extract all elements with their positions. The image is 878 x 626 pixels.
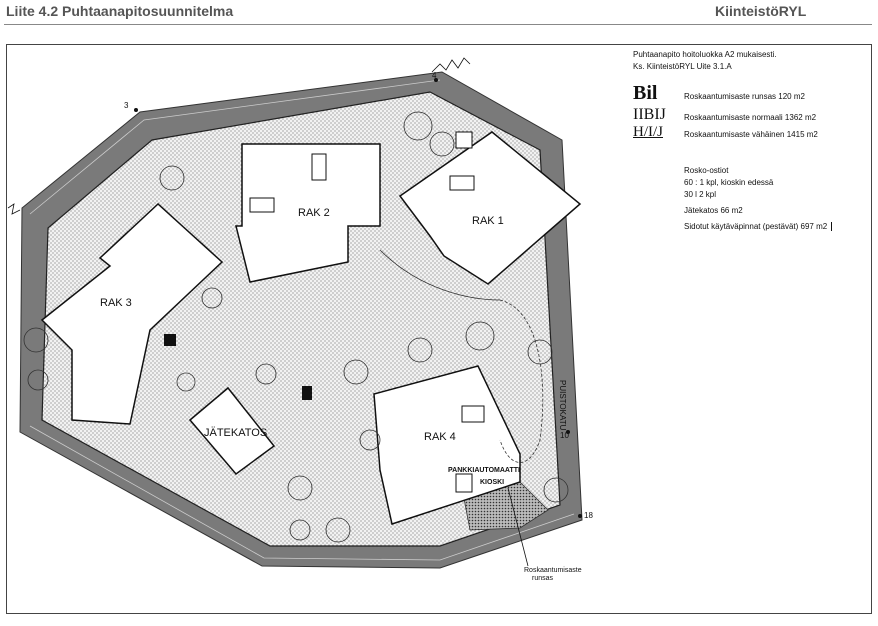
curb-line xyxy=(29,79,441,215)
legend-class-normal: Roskaantumisaste normaali 1362 m2 xyxy=(684,113,817,122)
legend-intro: Ks. KiinteistöRYL Uite 3.1.A xyxy=(633,62,732,71)
walkway-curve xyxy=(499,299,544,463)
legend-code-high: Bil xyxy=(633,82,658,104)
bin-icon xyxy=(164,334,176,346)
kiosk-box xyxy=(455,473,473,493)
tree-icon xyxy=(343,359,369,385)
label-atm: PANKKIAUTOMAATTI xyxy=(448,467,520,474)
tree-icon xyxy=(201,287,223,309)
entrance-box xyxy=(311,153,327,181)
label-kiosk: KIOSKI xyxy=(480,479,504,486)
tree-icon xyxy=(27,369,49,391)
tree-icon xyxy=(255,363,277,385)
legend-intro: Puhtaanapito hoitoluokka A2 mukaisesti. xyxy=(633,50,777,59)
legend-code-low: H/I/J xyxy=(633,124,663,140)
legend-class-high: Roskaantumisaste runsas 120 m2 xyxy=(684,92,805,101)
header-rule xyxy=(4,24,872,25)
entrance-box xyxy=(449,175,475,191)
legend-waste-roof: Jätekatos 66 m2 xyxy=(684,206,743,215)
tree-icon xyxy=(465,321,495,351)
legend-code-normal: IIBIJ xyxy=(633,106,666,123)
tree-icon xyxy=(359,429,381,451)
tree-icon xyxy=(543,477,569,503)
entrance-box xyxy=(455,131,473,149)
legend-paved: Sidotut käytäväpinnat (pestävät) 697 m2 xyxy=(684,222,833,231)
walkway-curve xyxy=(379,249,501,301)
corner-number: 3 xyxy=(124,101,129,110)
callout-text: Roskaantumisaste xyxy=(524,567,582,574)
zigzag-line xyxy=(7,203,21,215)
corner-marker xyxy=(134,108,138,112)
corner-marker xyxy=(434,78,438,82)
waste-shelter xyxy=(188,386,276,476)
zigzag-line xyxy=(431,57,471,73)
tree-icon xyxy=(407,337,433,363)
corner-number: 4 xyxy=(432,71,437,80)
entrance-box xyxy=(461,405,485,423)
bin-icon xyxy=(302,386,312,400)
label-rak-2: RAK 2 xyxy=(298,207,330,219)
tree-icon xyxy=(23,327,49,353)
tree-icon xyxy=(176,372,196,392)
callout-text: runsas xyxy=(532,575,554,582)
tree-icon xyxy=(287,475,313,501)
label-street: PUISTOKATU xyxy=(558,380,567,431)
plan-frame xyxy=(6,44,872,614)
label-waste-shelter: JÄTEKATOS xyxy=(204,427,267,439)
label-rak-4: RAK 4 xyxy=(424,431,456,443)
tree-icon xyxy=(289,519,311,541)
tree-icon xyxy=(159,165,185,191)
callout-leader xyxy=(507,487,529,567)
tree-icon xyxy=(429,131,455,157)
corner-number: 10 xyxy=(560,431,569,440)
legend-bins-30: 30 l 2 kpl xyxy=(684,190,717,199)
brand-name: KiinteistöRYL xyxy=(715,3,807,19)
page-title: Liite 4.2 Puhtaanapitosuunnitelma xyxy=(6,3,234,19)
label-rak-1: RAK 1 xyxy=(472,215,504,227)
curb-line xyxy=(29,425,575,561)
building-rak-3 xyxy=(40,202,224,425)
legend-bins-60: 60 : 1 kpl, kioskin edessä xyxy=(684,178,774,187)
corner-number: 18 xyxy=(584,511,593,520)
building-rak-1 xyxy=(398,131,582,285)
entrance-box xyxy=(249,197,275,213)
corner-marker xyxy=(578,514,582,518)
label-rak-3: RAK 3 xyxy=(100,297,132,309)
building-rak-2 xyxy=(235,143,381,283)
tree-group xyxy=(23,111,569,543)
tree-icon xyxy=(325,517,351,543)
tree-icon xyxy=(403,111,433,141)
corner-marker xyxy=(566,430,570,434)
legend-bins-title: Rosko-ostiot xyxy=(684,166,729,175)
legend-class-low: Roskaantumisaste vähäinen 1415 m2 xyxy=(684,130,818,139)
